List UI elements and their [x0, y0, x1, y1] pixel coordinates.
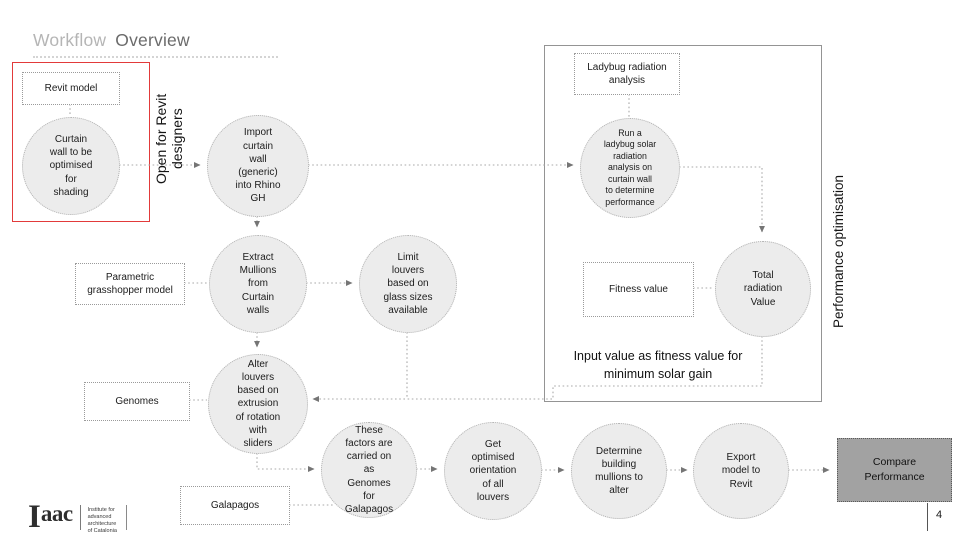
node-get-optimised-orientation: Get optimised orientation of all louvers — [444, 422, 542, 520]
label-performance-optimisation: Performance optimisation — [831, 174, 846, 328]
node-curtain-wall-to-optimise: Curtain wall to be optimised for shading — [22, 117, 120, 215]
node-galapagos: Galapagos — [180, 486, 290, 525]
iaac-logo-rest: aac — [40, 501, 73, 526]
iaac-logo-initial: I — [28, 499, 41, 535]
node-import-curtain-wall: Import curtain wall (generic) into Rhino… — [207, 115, 309, 217]
logo-divider — [79, 505, 81, 530]
node-these-factors-genomes: These factors are carried on as Genomes … — [321, 422, 417, 518]
logo-divider-2 — [125, 505, 127, 530]
label-open-for-revit-designers: Open for Revit designers — [153, 93, 185, 185]
node-fitness-value: Fitness value — [583, 262, 694, 317]
node-export-model-to-revit: Export model to Revit — [693, 423, 789, 519]
highlight-region-red — [12, 62, 150, 222]
node-ladybug-radiation-analysis: Ladybug radiation analysis — [574, 53, 680, 95]
conn-alter-to-these — [256, 453, 315, 472]
node-alter-louvers: Alter louvers based on extrusion of rota… — [208, 354, 308, 454]
title-underline — [33, 56, 278, 58]
node-compare-performance: Compare Performance — [837, 438, 952, 502]
iaac-logo-org-text: Institute for advanced architecture of C… — [87, 507, 117, 534]
node-total-radiation-value: Total radiation Value — [715, 241, 811, 337]
page-number: 4 — [936, 509, 943, 521]
page-title-muted: Workflow — [33, 30, 107, 50]
node-run-ladybug-solar-analysis: Run a ladybug solar radiation analysis o… — [580, 118, 680, 218]
node-revit-model: Revit model — [22, 72, 120, 105]
node-extract-mullions: Extract Mullions from Curtain walls — [209, 235, 307, 333]
page-title: Workflow Overview — [33, 30, 190, 51]
page-title-main: Overview — [115, 30, 190, 50]
page-number-divider — [927, 503, 928, 531]
node-determine-building-mullions: Determine building mullions to alter — [571, 423, 667, 519]
node-genomes: Genomes — [84, 382, 190, 421]
node-limit-louvers: Limit louvers based on glass sizes avail… — [359, 235, 457, 333]
conn-run-to-total — [679, 166, 765, 233]
node-parametric-grasshopper-model: Parametric grasshopper model — [75, 263, 185, 305]
annotation-fitness-note: Input value as fitness value for minimum… — [573, 349, 743, 382]
optimisation-group-box — [544, 45, 822, 402]
